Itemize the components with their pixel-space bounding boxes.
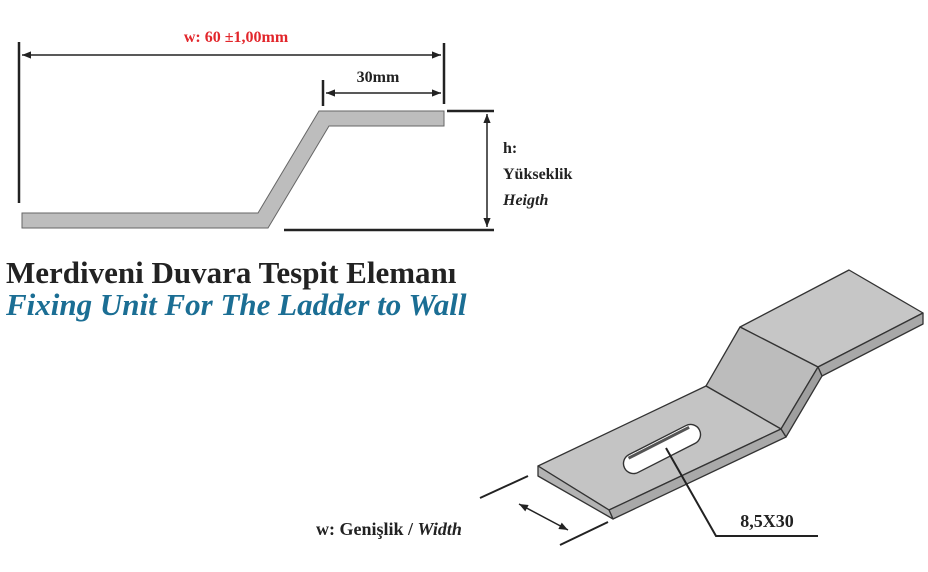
- height-label-h: h:: [503, 140, 517, 157]
- title-english: Fixing Unit For The Ladder to Wall: [6, 287, 467, 322]
- width-dimension-arrow-iso: [518, 503, 569, 531]
- width-dimension-label: w: 60 ±1,00mm: [184, 29, 289, 46]
- base-edge-front: [537, 465, 614, 520]
- side-profile: w: 60 ±1,00mm 30mm h: Yükseklik Heigth: [17, 29, 572, 232]
- width-extension-left: [479, 475, 529, 499]
- slot-dimension-label: 8,5X30: [740, 511, 794, 531]
- bent-part-profile: [21, 110, 445, 229]
- isometric-part: [537, 269, 924, 520]
- title-block: Merdiveni Duvara Tespit Elemanı Fixing U…: [6, 255, 467, 322]
- slot-leader-line: [665, 447, 818, 537]
- width-extension-right: [559, 521, 609, 546]
- height-label-english: Heigth: [502, 192, 548, 209]
- title-turkish: Merdiveni Duvara Tespit Elemanı: [6, 255, 457, 290]
- top-length-label: 30mm: [357, 69, 400, 86]
- height-label-turkish: Yükseklik: [503, 166, 572, 183]
- width-label-iso: w: Genişlik / Width: [316, 519, 462, 539]
- slot-hole: [622, 423, 702, 475]
